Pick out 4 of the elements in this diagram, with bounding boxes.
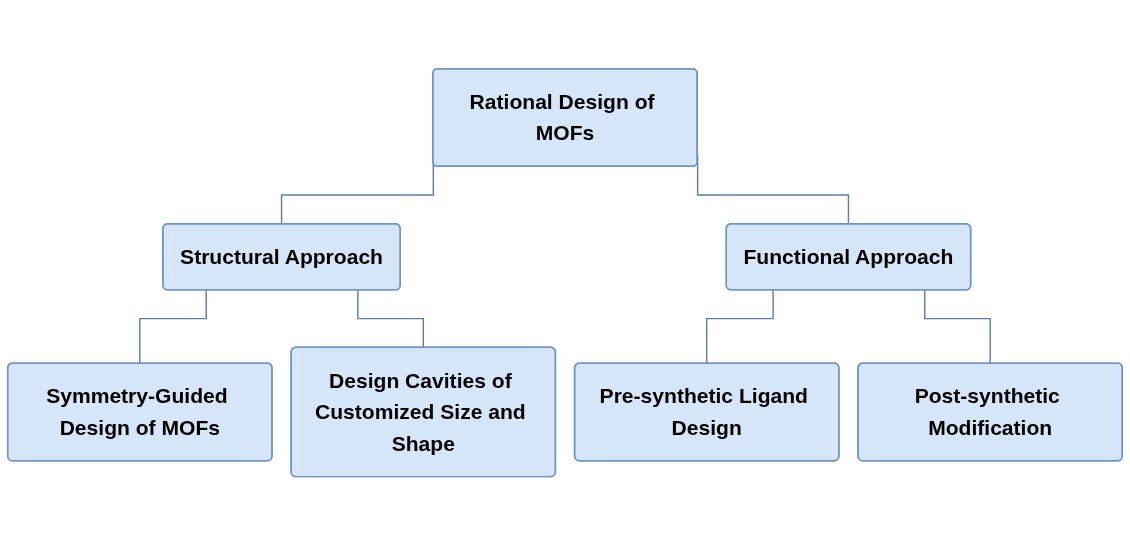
connector xyxy=(924,290,992,365)
connector xyxy=(357,290,425,349)
connector xyxy=(139,290,207,365)
connector xyxy=(706,290,774,365)
